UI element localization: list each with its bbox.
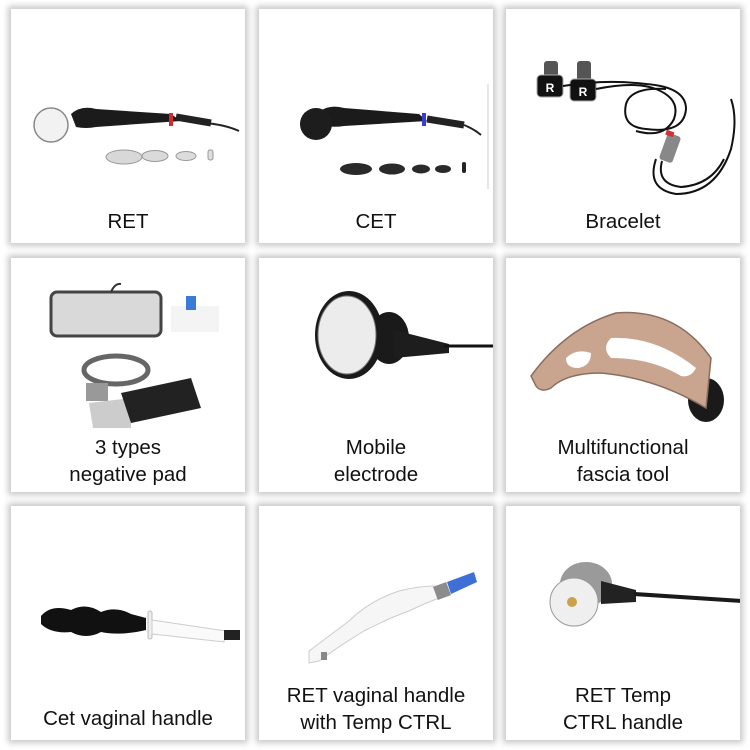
negative-pad-image bbox=[49, 282, 219, 428]
tile-caption: RET bbox=[107, 210, 149, 233]
ret-vaginal-handle-image bbox=[308, 572, 477, 664]
tile-cet-vaginal-handle[interactable]: Cet vaginal handle bbox=[11, 506, 245, 740]
tile-caption: Mobile electrode bbox=[333, 436, 419, 486]
bracelet-image: R R bbox=[536, 61, 736, 196]
cet-vaginal-handle-image bbox=[41, 606, 240, 643]
tile-ret[interactable]: RET bbox=[11, 9, 245, 243]
tile-ret-temp-ctrl-handle[interactable]: RET Temp CTRL handle bbox=[506, 506, 740, 740]
tile-negative-pad[interactable]: 3 types negative pad bbox=[11, 258, 245, 492]
cet-handle-image bbox=[300, 84, 489, 189]
fascia-tool-image bbox=[530, 311, 724, 422]
tile-fascia-tool[interactable]: Multifunctional fascia tool bbox=[506, 258, 740, 492]
tile-ret-vaginal-handle[interactable]: RET vaginal handle with Temp CTRL bbox=[259, 506, 493, 740]
ret-handle-image bbox=[33, 107, 240, 165]
tile-caption: 3 types negative pad bbox=[69, 436, 187, 486]
ret-temp-ctrl-handle-image bbox=[549, 562, 740, 627]
svg-text:R: R bbox=[546, 81, 555, 95]
tile-caption: Bracelet bbox=[585, 210, 661, 233]
svg-text:R: R bbox=[579, 85, 588, 99]
mobile-electrode-image bbox=[315, 291, 493, 379]
tile-caption: Multifunctional fascia tool bbox=[557, 436, 689, 486]
tile-caption: Cet vaginal handle bbox=[43, 707, 213, 730]
tile-mobile-electrode[interactable]: Mobile electrode bbox=[259, 258, 493, 492]
tile-caption: RET vaginal handle with Temp CTRL bbox=[286, 684, 466, 734]
tile-cet[interactable]: CET bbox=[259, 9, 493, 243]
tile-caption: RET Temp CTRL handle bbox=[562, 684, 684, 734]
tile-bracelet[interactable]: R R Bracelet bbox=[506, 9, 740, 243]
tile-caption: CET bbox=[355, 210, 397, 233]
